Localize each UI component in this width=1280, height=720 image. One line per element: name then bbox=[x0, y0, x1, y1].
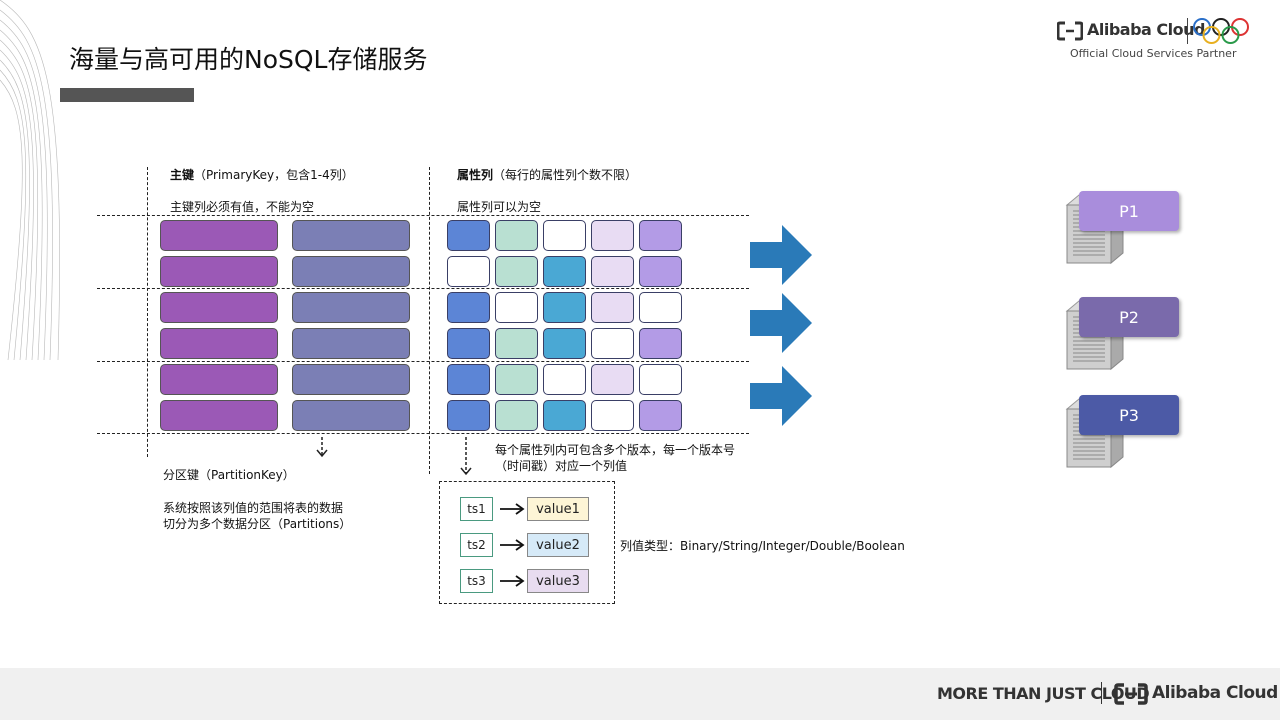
row-separator-2 bbox=[97, 288, 749, 289]
alibaba-cloud-logo: Alibaba Cloud Official Cloud Services Pa… bbox=[1057, 16, 1257, 68]
attribute-cell bbox=[639, 400, 682, 431]
partition-arrow-icon bbox=[750, 293, 812, 353]
row-separator-4 bbox=[97, 433, 749, 434]
primary-key-cell-1 bbox=[160, 256, 278, 287]
primary-key-heading: 主键（PrimaryKey，包含1-4列） bbox=[170, 166, 354, 183]
attribute-cell bbox=[543, 220, 586, 251]
olympic-rings-icon bbox=[1193, 18, 1249, 44]
partition-label: P2 bbox=[1079, 297, 1179, 337]
attributes-label: 属性列 bbox=[457, 168, 494, 182]
right-arrow-icon bbox=[500, 575, 525, 587]
logo-divider bbox=[1187, 18, 1188, 44]
primary-key-cell-2 bbox=[292, 256, 410, 287]
version-down-arrow-icon bbox=[460, 437, 472, 476]
logo-partner-text: Official Cloud Services Partner bbox=[1070, 47, 1237, 60]
attribute-cell bbox=[495, 220, 538, 251]
partition-arrow-icon bbox=[750, 366, 812, 426]
partition-key-down-arrow-icon bbox=[316, 437, 328, 458]
footer-logo: Alibaba Cloud bbox=[1114, 682, 1278, 706]
attribute-cell bbox=[591, 256, 634, 287]
primary-key-cell-2 bbox=[292, 364, 410, 395]
attribute-cell bbox=[495, 364, 538, 395]
partition-key-label: 分区键（PartitionKey） bbox=[163, 468, 295, 482]
alibaba-cloud-mark-icon bbox=[1057, 21, 1083, 41]
attribute-cell bbox=[639, 256, 682, 287]
footer-slogan: MORE THAN JUST CLOUD bbox=[937, 684, 1150, 703]
primary-key-subtext: 主键列必须有值，不能为空 bbox=[170, 200, 315, 214]
primary-key-cell-1 bbox=[160, 364, 278, 395]
decorative-swirl bbox=[0, 0, 60, 360]
version-note-line-1: 每个属性列内可包含多个版本，每一个版本号 bbox=[495, 443, 736, 457]
versions-box: ts1 value1 ts2 value2 ts3 value3 bbox=[439, 481, 615, 604]
attribute-cell bbox=[591, 220, 634, 251]
attribute-cell bbox=[447, 256, 490, 287]
version-note-line-2: （时间戳）对应一个列值 bbox=[495, 459, 628, 473]
primary-key-cell-2 bbox=[292, 328, 410, 359]
attributes-note: （每行的属性列个数不限） bbox=[493, 168, 638, 182]
attributes-heading: 属性列（每行的属性列个数不限） bbox=[457, 166, 637, 183]
attribute-cell bbox=[591, 400, 634, 431]
partition-key-desc-1: 系统按照该列值的范围将表的数据 bbox=[163, 501, 344, 515]
primary-key-cell-1 bbox=[160, 292, 278, 323]
attribute-cell bbox=[495, 256, 538, 287]
primary-key-note: （PrimaryKey，包含1-4列） bbox=[194, 168, 354, 182]
attribute-cell bbox=[495, 292, 538, 323]
partition-label: P1 bbox=[1079, 191, 1179, 231]
partition-label: P3 bbox=[1079, 395, 1179, 435]
primary-key-cell-2 bbox=[292, 220, 410, 251]
footer-cloud-mark-icon bbox=[1114, 683, 1148, 705]
row-separator-3 bbox=[97, 361, 749, 362]
attribute-cell bbox=[639, 364, 682, 395]
primary-key-cell-2 bbox=[292, 400, 410, 431]
attribute-cell bbox=[639, 220, 682, 251]
version-timestamp: ts1 bbox=[460, 497, 493, 521]
attribute-cell bbox=[447, 328, 490, 359]
attribute-cell bbox=[447, 400, 490, 431]
version-value: value1 bbox=[527, 497, 589, 521]
attribute-cell bbox=[591, 328, 634, 359]
partition-key-desc-2: 切分为多个数据分区（Partitions） bbox=[163, 517, 352, 531]
attribute-cell bbox=[543, 400, 586, 431]
primary-key-cell-1 bbox=[160, 220, 278, 251]
attr-divider-line bbox=[429, 167, 430, 474]
right-arrow-icon bbox=[500, 539, 525, 551]
attribute-cell bbox=[543, 292, 586, 323]
primary-key-label: 主键 bbox=[170, 168, 195, 182]
attribute-cell bbox=[447, 220, 490, 251]
attribute-cell bbox=[447, 364, 490, 395]
attribute-cell bbox=[495, 400, 538, 431]
version-timestamp: ts2 bbox=[460, 533, 493, 557]
attribute-cell bbox=[543, 364, 586, 395]
partition-arrow-icon bbox=[750, 225, 812, 285]
title-underline-bar bbox=[60, 88, 194, 102]
version-value: value2 bbox=[527, 533, 589, 557]
version-value: value3 bbox=[527, 569, 589, 593]
attribute-cell bbox=[639, 292, 682, 323]
attributes-subtext: 属性列可以为空 bbox=[457, 200, 542, 214]
primary-key-cell-2 bbox=[292, 292, 410, 323]
page-title: 海量与高可用的NoSQL存储服务 bbox=[69, 45, 428, 74]
attribute-cell bbox=[543, 256, 586, 287]
footer-divider bbox=[1101, 682, 1102, 704]
value-types-text: 列值类型：Binary/String/Integer/Double/Boolea… bbox=[620, 539, 905, 553]
attribute-cell bbox=[591, 292, 634, 323]
right-arrow-icon bbox=[500, 503, 525, 515]
logo-brand-name: Alibaba Cloud bbox=[1087, 20, 1205, 39]
primary-key-cell-1 bbox=[160, 400, 278, 431]
row-separator-1 bbox=[97, 215, 749, 216]
pk-divider-line bbox=[147, 167, 148, 457]
version-timestamp: ts3 bbox=[460, 569, 493, 593]
footer-brand-name: Alibaba Cloud bbox=[1152, 683, 1278, 703]
attribute-cell bbox=[639, 328, 682, 359]
primary-key-cell-1 bbox=[160, 328, 278, 359]
attribute-cell bbox=[591, 364, 634, 395]
footer-bar bbox=[0, 668, 1280, 720]
attribute-cell bbox=[543, 328, 586, 359]
attribute-cell bbox=[495, 328, 538, 359]
attribute-cell bbox=[447, 292, 490, 323]
